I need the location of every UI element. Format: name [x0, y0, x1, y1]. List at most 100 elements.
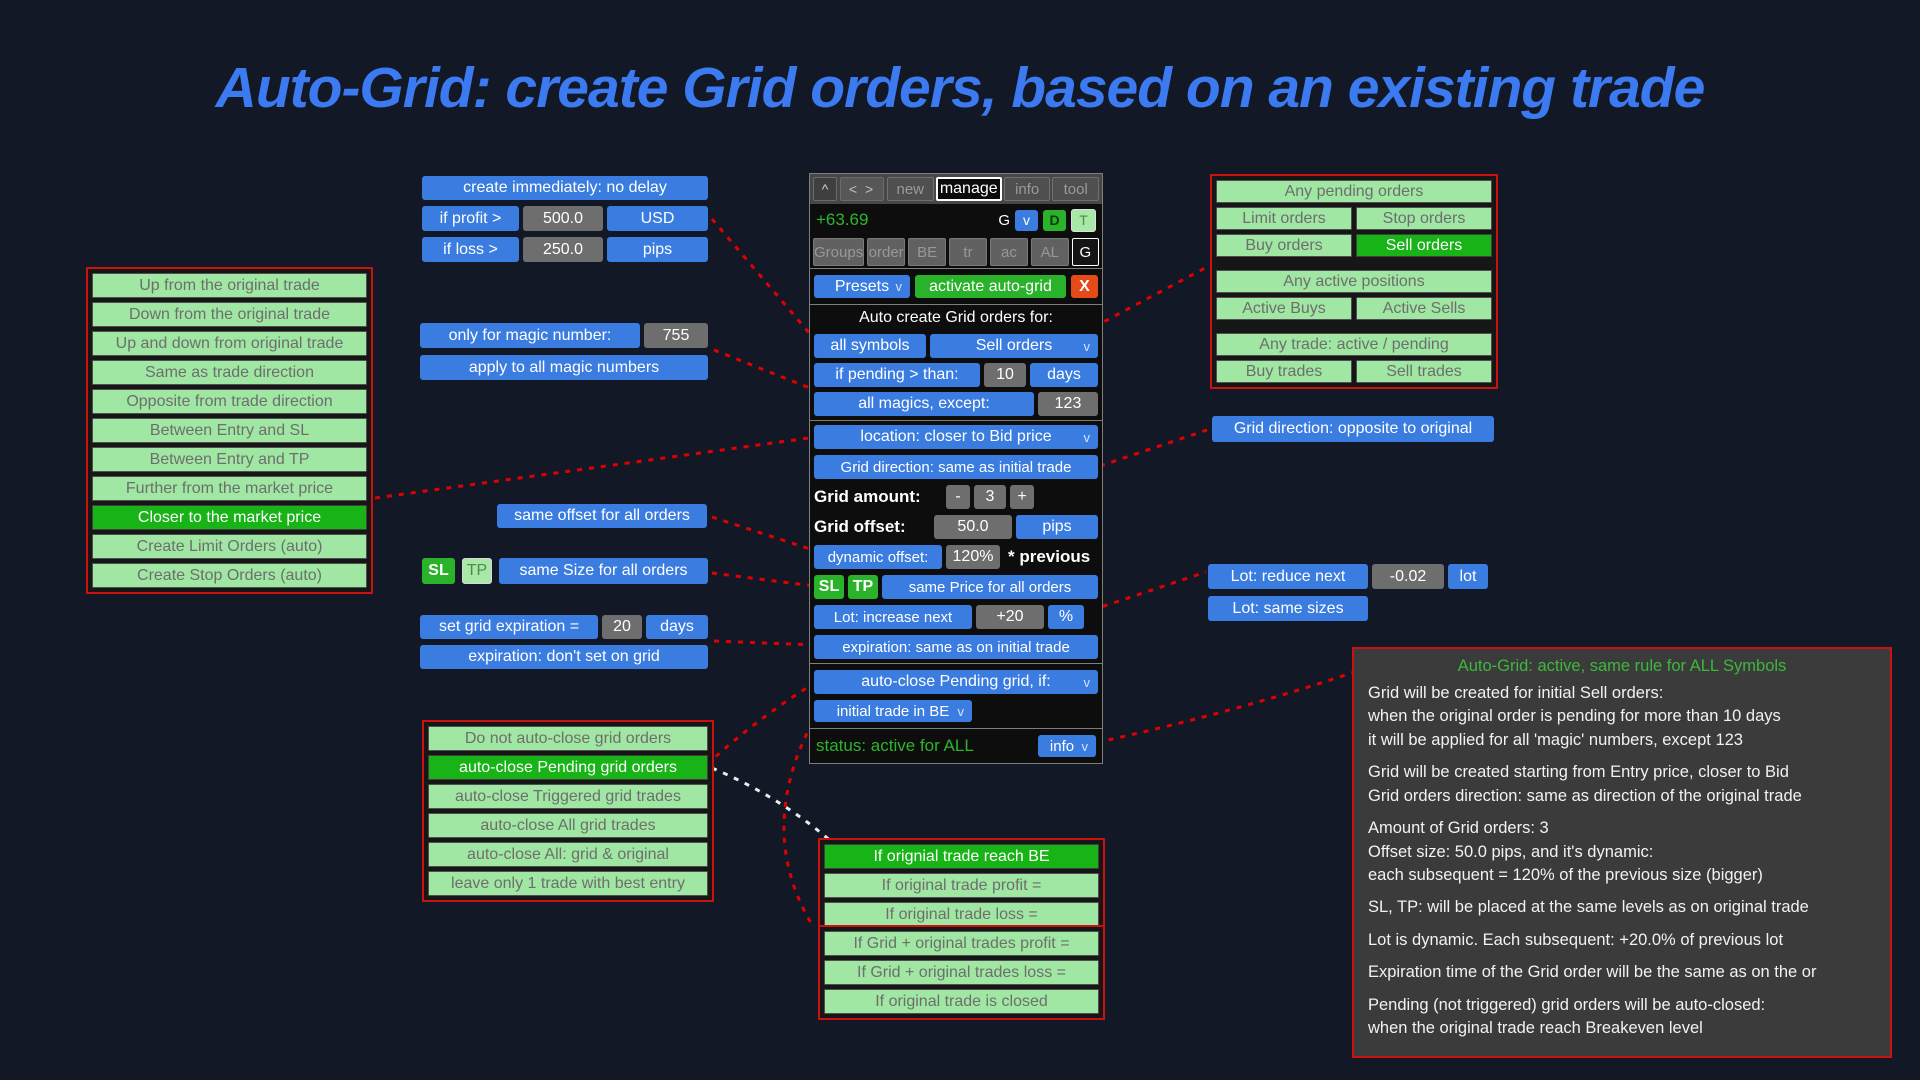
list-item[interactable]: auto-close Triggered grid trades [428, 784, 708, 809]
all-magics-button[interactable]: all magics, except: [814, 392, 1034, 416]
list-item[interactable]: Sell orders [1356, 234, 1492, 257]
same-price-button[interactable]: same Price for all orders [882, 575, 1098, 599]
lot-unit-button[interactable]: % [1048, 605, 1084, 629]
info-button[interactable]: info v [1038, 735, 1096, 757]
list-item[interactable]: Stop orders [1356, 207, 1492, 230]
group-tab-button[interactable]: order [867, 238, 906, 266]
no-expiration-button[interactable]: expiration: don't set on grid [420, 645, 708, 669]
all-symbols-button[interactable]: all symbols [814, 334, 926, 358]
list-item[interactable]: If orignial trade reach BE [824, 844, 1099, 869]
group-tab-button[interactable]: AL [1030, 238, 1069, 266]
list-item[interactable]: If original trade loss = [824, 902, 1099, 927]
list-item[interactable]: auto-close All grid trades [428, 813, 708, 838]
amount-plus-button[interactable]: + [1010, 485, 1034, 509]
group-tab-button[interactable]: Groups [813, 238, 865, 266]
list-item[interactable]: Limit orders [1216, 207, 1352, 230]
sl-toggle[interactable]: SL [422, 558, 455, 584]
list-item[interactable]: Closer to the market price [92, 505, 367, 530]
lot-reduce-value-field[interactable]: -0.02 [1372, 564, 1444, 589]
if-profit-button[interactable]: if profit > [422, 206, 519, 231]
expiration-unit-button[interactable]: days [646, 615, 708, 639]
list-item[interactable]: leave only 1 trade with best entry [428, 871, 708, 896]
grid-direction-button[interactable]: Grid direction: same as initial trade [814, 455, 1098, 479]
order-type-dropdown[interactable]: Sell orders v [930, 334, 1098, 358]
if-loss-button[interactable]: if loss > [422, 237, 519, 262]
list-item[interactable]: If original trade profit = [824, 873, 1099, 898]
sl-toggle[interactable]: SL [814, 575, 844, 599]
loss-unit-button[interactable]: pips [607, 237, 708, 262]
collapse-button[interactable]: ^ [813, 177, 837, 201]
profit-value-field[interactable]: 500.0 [523, 206, 603, 231]
lot-reduce-button[interactable]: Lot: reduce next [1208, 564, 1368, 589]
list-item[interactable]: Further from the market price [92, 476, 367, 501]
presets-button[interactable]: Presets v [814, 275, 910, 298]
lot-value-field[interactable]: +20 [976, 605, 1044, 629]
list-item[interactable]: Do not auto-close grid orders [428, 726, 708, 751]
initial-be-dropdown[interactable]: initial trade in BE v [814, 700, 972, 722]
list-item[interactable]: If Grid + original trades profit = [824, 931, 1099, 956]
list-item[interactable]: Create Stop Orders (auto) [92, 563, 367, 588]
list-item[interactable]: auto-close All: grid & original [428, 842, 708, 867]
tab[interactable]: manage [935, 177, 1002, 201]
list-item[interactable]: Any active positions [1216, 270, 1492, 293]
list-item[interactable]: Sell trades [1356, 360, 1492, 383]
tab[interactable]: info [1003, 177, 1051, 201]
amount-minus-button[interactable]: - [946, 485, 970, 509]
loss-value-field[interactable]: 250.0 [523, 237, 603, 262]
magics-except-field[interactable]: 123 [1038, 392, 1098, 416]
tab[interactable]: new [887, 177, 934, 201]
nav-arrows-button[interactable]: < > [840, 177, 884, 201]
pending-days-field[interactable]: 10 [984, 363, 1026, 387]
list-item[interactable]: Opposite from trade direction [92, 389, 367, 414]
group-tab-button[interactable]: ac [989, 238, 1028, 266]
activate-auto-grid-button[interactable]: activate auto-grid [915, 275, 1066, 298]
tp-toggle[interactable]: TP [462, 558, 492, 584]
same-offset-button[interactable]: same offset for all orders [497, 504, 707, 528]
magic-value-field[interactable]: 755 [644, 323, 708, 348]
lot-same-sizes-button[interactable]: Lot: same sizes [1208, 596, 1368, 621]
expiration-same-button[interactable]: expiration: same as on initial trade [814, 635, 1098, 659]
group-tab-button[interactable]: tr [949, 238, 987, 266]
location-dropdown[interactable]: location: closer to Bid price v [814, 425, 1098, 449]
list-item[interactable]: Any pending orders [1216, 180, 1492, 203]
list-item[interactable]: auto-close Pending grid orders [428, 755, 708, 780]
d-toggle-button[interactable]: D [1043, 209, 1066, 231]
list-item[interactable]: If original trade is closed [824, 989, 1099, 1014]
amount-value-field[interactable]: 3 [974, 485, 1006, 509]
create-immediately-button[interactable]: create immediately: no delay [422, 176, 708, 200]
lot-unit-button[interactable]: lot [1448, 564, 1488, 589]
pending-unit-button[interactable]: days [1030, 363, 1098, 387]
group-tab-button[interactable]: G [1071, 238, 1099, 266]
offset-unit-button[interactable]: pips [1016, 515, 1098, 539]
only-magic-button[interactable]: only for magic number: [420, 323, 640, 348]
grid-direction-opposite-button[interactable]: Grid direction: opposite to original [1212, 416, 1494, 442]
list-item[interactable]: Buy orders [1216, 234, 1352, 257]
autoclose-dropdown[interactable]: auto-close Pending grid, if: v [814, 670, 1098, 694]
apply-all-magics-button[interactable]: apply to all magic numbers [420, 355, 708, 380]
close-button[interactable]: X [1071, 275, 1098, 298]
list-item[interactable]: Between Entry and SL [92, 418, 367, 443]
list-item[interactable]: If Grid + original trades loss = [824, 960, 1099, 985]
dynamic-value-field[interactable]: 120% [946, 545, 1000, 569]
list-item[interactable]: Down from the original trade [92, 302, 367, 327]
list-item[interactable]: Buy trades [1216, 360, 1352, 383]
list-item[interactable]: Same as trade direction [92, 360, 367, 385]
list-item[interactable]: Between Entry and TP [92, 447, 367, 472]
t-toggle-button[interactable]: T [1071, 208, 1096, 232]
set-expiration-button[interactable]: set grid expiration = [420, 615, 598, 639]
list-item[interactable]: Up from the original trade [92, 273, 367, 298]
list-item[interactable]: Active Sells [1356, 297, 1492, 320]
profit-unit-button[interactable]: USD [607, 206, 708, 231]
same-size-button[interactable]: same Size for all orders [499, 558, 708, 584]
list-item[interactable]: Active Buys [1216, 297, 1352, 320]
dynamic-offset-button[interactable]: dynamic offset: [814, 545, 942, 569]
list-item[interactable]: Up and down from original trade [92, 331, 367, 356]
if-pending-button[interactable]: if pending > than: [814, 363, 980, 387]
list-item[interactable]: Create Limit Orders (auto) [92, 534, 367, 559]
group-tab-button[interactable]: BE [908, 238, 947, 266]
expiration-value-field[interactable]: 20 [602, 615, 642, 639]
tab[interactable]: tool [1052, 177, 1099, 201]
dropdown-mini-button[interactable]: v [1015, 209, 1038, 231]
list-item[interactable]: Any trade: active / pending [1216, 333, 1492, 356]
lot-increase-button[interactable]: Lot: increase next [814, 605, 972, 629]
